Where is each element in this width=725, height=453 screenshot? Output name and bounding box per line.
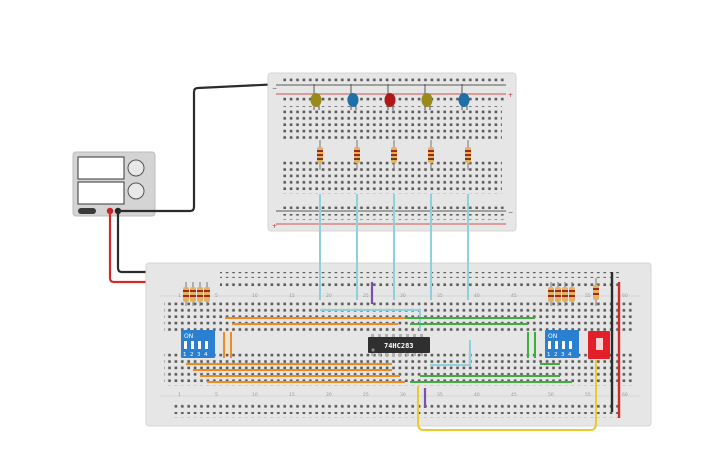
svg-text:+: + <box>508 92 513 99</box>
svg-text:4: 4 <box>568 352 572 358</box>
svg-text:3: 3 <box>197 352 201 358</box>
wires-orange[interactable] <box>186 317 405 383</box>
svg-text:−: − <box>272 85 277 92</box>
resistor-top-1 <box>317 140 323 170</box>
wire-supply-positive[interactable] <box>108 211 180 284</box>
svg-text:ON: ON <box>548 333 557 340</box>
column-number: 60 <box>622 293 628 299</box>
resistor-top-5 <box>465 140 471 170</box>
column-number: 1 <box>178 293 181 299</box>
resistors-left[interactable] <box>183 282 210 306</box>
svg-text:4: 4 <box>204 352 208 358</box>
svg-text:1: 1 <box>183 352 187 358</box>
column-number: 40 <box>474 293 480 299</box>
column-number: 35 <box>437 293 443 299</box>
dip-switch-left[interactable]: ON 1 2 3 4 <box>181 330 215 358</box>
led-4[interactable] <box>421 84 433 110</box>
wire-supply-negative[interactable] <box>116 211 180 274</box>
column-number: 5 <box>215 293 218 299</box>
column-number: 45 <box>511 392 517 398</box>
column-number: 60 <box>622 392 628 398</box>
column-numbers: 1155101015152020252530303535404045455050… <box>178 293 628 398</box>
svg-text:2: 2 <box>190 352 194 358</box>
svg-text:3: 3 <box>561 352 565 358</box>
column-number: 25 <box>363 392 369 398</box>
svg-text:ON: ON <box>184 333 193 340</box>
resistor-top-3 <box>391 140 397 170</box>
power-supply[interactable] <box>72 151 156 217</box>
column-number: 10 <box>252 293 258 299</box>
resistor-top-2 <box>354 140 360 170</box>
column-number: 15 <box>289 392 295 398</box>
display-current <box>77 181 125 205</box>
column-number: 15 <box>289 293 295 299</box>
resistor-top-4 <box>428 140 434 170</box>
chip-label: 74HC283 <box>384 342 414 350</box>
led-3[interactable] <box>384 84 396 110</box>
column-number: 30 <box>400 392 406 398</box>
wires-green[interactable] <box>405 317 572 383</box>
svg-text:−: − <box>508 209 513 216</box>
column-number: 20 <box>326 392 332 398</box>
led-2[interactable] <box>347 84 359 110</box>
column-number: 1 <box>178 392 181 398</box>
wire-supply-to-top-board[interactable] <box>118 82 283 213</box>
led-5[interactable] <box>458 84 470 110</box>
led-1[interactable] <box>310 84 322 110</box>
svg-text:+: + <box>272 223 277 230</box>
column-number: 40 <box>474 392 480 398</box>
voltage-knob[interactable] <box>127 159 145 177</box>
resistors-top[interactable] <box>317 140 471 170</box>
column-number: 35 <box>437 392 443 398</box>
power-button[interactable] <box>78 208 96 214</box>
svg-text:1: 1 <box>547 352 551 358</box>
column-number: 10 <box>252 392 258 398</box>
current-knob[interactable] <box>127 182 145 200</box>
slide-switch[interactable] <box>588 331 610 359</box>
column-number: 5 <box>215 392 218 398</box>
column-number: 50 <box>548 392 554 398</box>
column-number: 55 <box>585 392 591 398</box>
wire-yellow[interactable] <box>417 360 597 431</box>
column-number: 25 <box>363 293 369 299</box>
ic-74hc283[interactable]: 74HC283 <box>368 334 430 356</box>
resistors-right[interactable] <box>548 278 599 306</box>
display-voltage <box>77 156 125 180</box>
column-number: 20 <box>326 293 332 299</box>
dip-switch-right[interactable]: ON 1 2 3 4 <box>545 330 579 358</box>
column-number: 55 <box>585 293 591 299</box>
column-number: 45 <box>511 293 517 299</box>
svg-text:2: 2 <box>554 352 558 358</box>
column-number: 30 <box>400 293 406 299</box>
